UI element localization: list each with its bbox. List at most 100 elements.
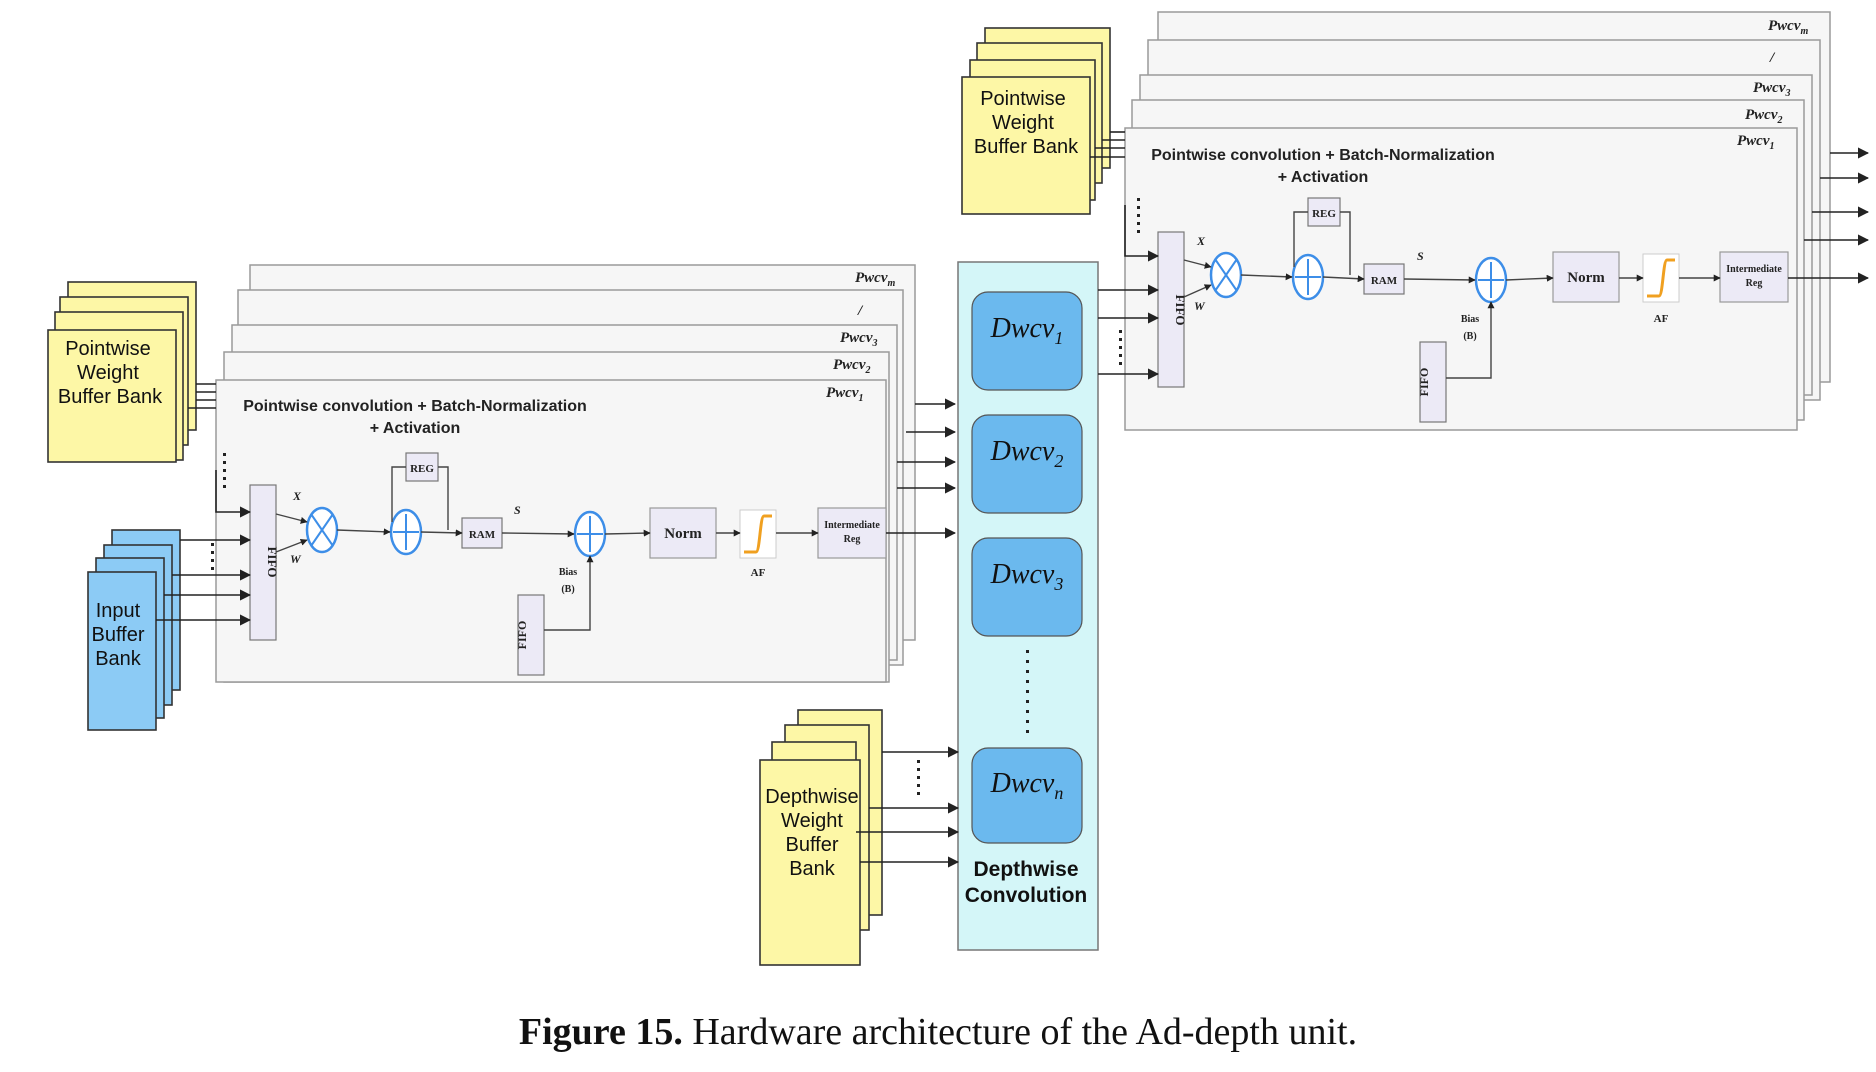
left-ellipsis-dots — [211, 453, 226, 570]
right-pwcv-slash-label: / — [1769, 50, 1776, 66]
right-ellipsis-dots — [1119, 198, 1140, 365]
left-pointwise-weight-buffer-stack — [47, 281, 197, 463]
caption-label: Figure 15. — [518, 1011, 683, 1053]
input-buffer-label-3: Bank — [95, 648, 142, 670]
right-unit-title-line2: + Activation — [1278, 169, 1369, 186]
right-intermediate-reg-label: Intermediate — [1726, 264, 1782, 275]
left-pointwise-unit: Pwcvm / Pwcv3 Pwcv2 Pwcv1 Pointwise conv… — [215, 264, 916, 683]
left-adder-icon — [389, 508, 423, 556]
left-fifo-main-label: FIFO — [265, 546, 280, 577]
left-intermediate-reg-box — [817, 507, 887, 559]
right-weight-buffer-label-2: Weight — [992, 112, 1054, 134]
dwcv-block-n: Dwcvn — [971, 747, 1083, 844]
depthwise-weight-buffer-label-1: Depthwise — [765, 786, 858, 808]
right-input-arrows — [1090, 131, 1160, 380]
architecture-diagram: Pwcvm / Pwcv3 Pwcv2 Pwcv1 Pointwise conv… — [47, 11, 1870, 966]
right-intermediate-reg-box — [1719, 251, 1789, 303]
left-unit-title: Pointwise convolution + Batch-Normalizat… — [243, 398, 587, 415]
right-unit-title: Pointwise convolution + Batch-Normalizat… — [1151, 147, 1495, 164]
right-bias-label-2: (B) — [1463, 331, 1476, 342]
right-w-label: W — [1194, 299, 1206, 313]
left-activation-icon — [739, 509, 777, 559]
right-stack-panels — [1124, 11, 1831, 431]
left-af-label: AF — [751, 567, 766, 579]
left-reg-label: REG — [410, 463, 434, 475]
left-input-arrows — [156, 383, 252, 626]
right-pwcv-2-label: Pwcv2 — [1745, 107, 1782, 126]
figure-caption: Figure 15. Hardware architecture of the … — [0, 1010, 1876, 1054]
right-fifo-main — [1157, 231, 1185, 388]
input-buffer-label-2: Buffer — [92, 624, 145, 646]
right-ram-label: RAM — [1371, 275, 1398, 287]
right-af-label: AF — [1654, 313, 1669, 325]
left-weight-buffer-label-2: Weight — [77, 362, 139, 384]
right-adder-icon — [1291, 253, 1325, 301]
left-stack-panels — [215, 264, 916, 683]
right-weight-buffer-label-1: Pointwise — [980, 88, 1066, 110]
depthwise-weight-buffer-label-3: Buffer — [786, 834, 839, 856]
svg-text:Dwcv3: Dwcv3 — [990, 559, 1064, 594]
left-w-label: W — [290, 552, 302, 566]
right-weight-buffer-label-3: Buffer Bank — [974, 136, 1079, 158]
left-pwcv-slash-label: / — [857, 303, 864, 319]
right-pointwise-unit: Pwcvm / Pwcv3 Pwcv2 Pwcv1 Pointwise conv… — [1124, 11, 1831, 431]
right-fifo-main-label: FIFO — [1173, 294, 1188, 325]
right-multiplier-icon — [1209, 251, 1243, 299]
left-fifo-main — [249, 484, 277, 641]
left-intermediate-reg-label-2: Reg — [844, 534, 861, 545]
depthwise-label-1: Depthwise — [973, 858, 1078, 881]
left-norm-label: Norm — [664, 526, 702, 542]
depthwise-weight-arrows — [856, 746, 960, 868]
left-ram-label: RAM — [469, 529, 496, 541]
left-pwcv-1-label: Pwcv1 — [826, 385, 863, 404]
left-multiplier-icon — [305, 506, 339, 554]
right-reg-box — [1307, 197, 1341, 227]
left-unit-title-line2: + Activation — [370, 420, 461, 437]
left-weight-buffer-label-3: Buffer Bank — [58, 386, 163, 408]
dwcv-block-1: Dwcv1 — [971, 291, 1083, 391]
left-norm-box — [649, 507, 717, 559]
right-reg-label: REG — [1312, 208, 1336, 220]
right-fifo-bias — [1419, 341, 1447, 423]
right-pwcv-1-label: Pwcv1 — [1737, 133, 1774, 152]
right-s-label: S — [1417, 249, 1424, 263]
depthwise-weight-buffer-label-4: Bank — [789, 858, 836, 880]
caption-text: Hardware architecture of the Ad-depth un… — [682, 1011, 1358, 1053]
input-buffer-label-1: Input — [96, 600, 141, 622]
left-bias-label: Bias — [559, 567, 577, 578]
left-pwcv-m-label: Pwcvm — [855, 270, 895, 289]
right-output-arrows — [1788, 147, 1870, 284]
right-pwcv-3-label: Pwcv3 — [1753, 80, 1790, 99]
right-intermediate-reg-label-2: Reg — [1746, 278, 1763, 289]
dwcv-block-3: Dwcv3 — [971, 537, 1083, 637]
svg-text:Dwcv1: Dwcv1 — [990, 313, 1064, 348]
left-bias-adder-icon — [573, 510, 607, 558]
dwcv-ellipsis-dots — [1026, 650, 1029, 733]
left-pwcv-2-label: Pwcv2 — [833, 357, 870, 376]
left-pwcv-3-label: Pwcv3 — [840, 330, 877, 349]
left-intermediate-reg-label: Intermediate — [824, 520, 880, 531]
svg-text:Dwcvn: Dwcvn — [990, 768, 1064, 803]
left-fifo-bias — [517, 594, 545, 676]
left-bias-label-2: (B) — [561, 584, 574, 595]
right-x-label: X — [1196, 234, 1206, 248]
right-activation-icon — [1642, 253, 1680, 303]
right-bias-label: Bias — [1461, 314, 1479, 325]
depthwise-label-2: Convolution — [965, 884, 1087, 907]
left-fifo-bias-label: FIFO — [515, 621, 529, 650]
right-norm-box — [1552, 251, 1620, 303]
dwcv-block-2: Dwcv2 — [971, 414, 1083, 514]
right-norm-label: Norm — [1567, 270, 1605, 286]
left-s-label: S — [514, 503, 521, 517]
right-pwcv-m-label: Pwcvm — [1768, 18, 1808, 37]
right-pointwise-weight-buffer-stack — [961, 27, 1111, 215]
right-fifo-bias-label: FIFO — [1417, 368, 1431, 397]
input-buffer-bank-stack — [87, 529, 181, 731]
depthwise-weight-buffer-stack — [759, 709, 883, 966]
depthwise-ellipsis-dots — [917, 760, 920, 795]
left-output-arrows — [886, 398, 957, 539]
depthwise-weight-buffer-label-2: Weight — [781, 810, 843, 832]
right-bias-adder-icon — [1474, 256, 1508, 304]
left-weight-buffer-label-1: Pointwise — [65, 338, 151, 360]
svg-text:Dwcv2: Dwcv2 — [990, 436, 1064, 471]
